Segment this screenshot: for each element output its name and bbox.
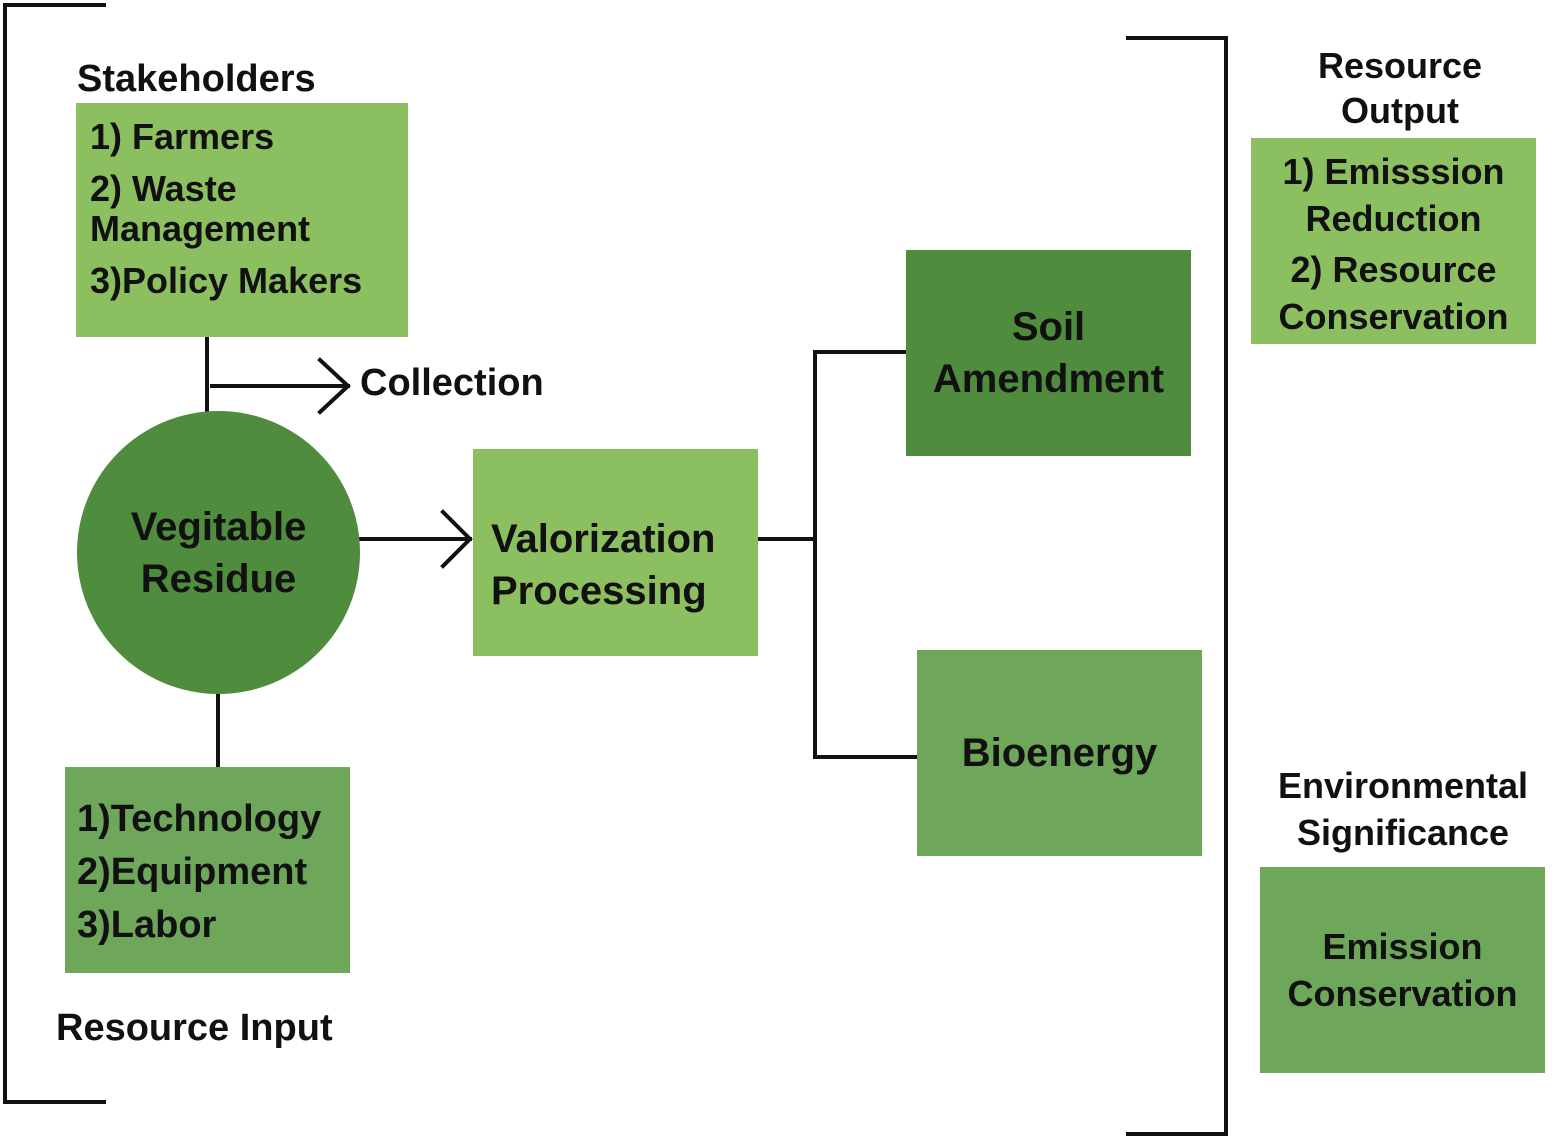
resource-output-box: 1) Emisssion Reduction 2) Resource Conse… [1251, 138, 1536, 344]
bioenergy-box: Bioenergy [917, 650, 1202, 856]
soil-amendment-box: Soil Amendment [906, 250, 1191, 456]
stakeholder-item: 1) Farmers [90, 116, 275, 157]
valorization-arrow-head [440, 509, 473, 569]
stakeholders-title: Stakeholders [77, 58, 316, 100]
emission-conservation-line1: Emission [1322, 926, 1483, 967]
bioenergy-label: Bioenergy [961, 731, 1158, 775]
stakeholder-item: Management [90, 208, 311, 249]
valorization-line2: Processing [491, 569, 707, 613]
environmental-significance-title: Environmental Significance [1250, 762, 1556, 856]
vegetable-residue-node: Vegitable Residue [77, 411, 360, 694]
vegetable-residue-line2: Residue [140, 556, 297, 601]
valorization-line1: Valorization [491, 517, 716, 561]
resource-input-title: Resource Input [56, 1007, 333, 1049]
stakeholder-item: 3)Policy Makers [90, 260, 363, 301]
stakeholders-box: 1) Farmers 2) Waste Management 3)Policy … [76, 103, 408, 337]
environmental-significance-title-line1: Environmental [1277, 765, 1529, 806]
resource-output-title-line2: Output [1341, 90, 1459, 131]
soil-amendment-line2: Amendment [932, 357, 1165, 401]
stakeholder-item: 2) Waste [90, 168, 237, 209]
resource-output-title-line1: Resource [1317, 45, 1483, 86]
emission-conservation-line2: Conservation [1287, 973, 1518, 1014]
resource-input-item: 2)Equipment [77, 851, 308, 893]
resource-input-item: 1)Technology [77, 798, 322, 840]
resource-output-item: 1) Emisssion [1282, 151, 1505, 192]
left-bracket [3, 3, 106, 1104]
collection-label: Collection [360, 362, 544, 404]
vegetable-residue-line1: Vegitable [130, 504, 307, 549]
resource-output-title: Resource Output [1250, 43, 1550, 133]
resource-input-item: 3)Labor [77, 904, 217, 946]
collection-arrow-head [317, 357, 351, 415]
resource-output-item: Reduction [1305, 198, 1482, 239]
resource-output-item: Conservation [1278, 296, 1509, 337]
resource-input-box: 1)Technology 2)Equipment 3)Labor [65, 767, 350, 973]
emission-conservation-box: Emission Conservation [1260, 867, 1545, 1073]
valorization-processing-box: Valorization Processing [473, 449, 758, 656]
resource-output-item: 2) Resource [1290, 249, 1497, 290]
right-bracket [1126, 36, 1228, 1136]
environmental-significance-title-line2: Significance [1296, 812, 1510, 853]
soil-amendment-line1: Soil [1011, 305, 1086, 349]
